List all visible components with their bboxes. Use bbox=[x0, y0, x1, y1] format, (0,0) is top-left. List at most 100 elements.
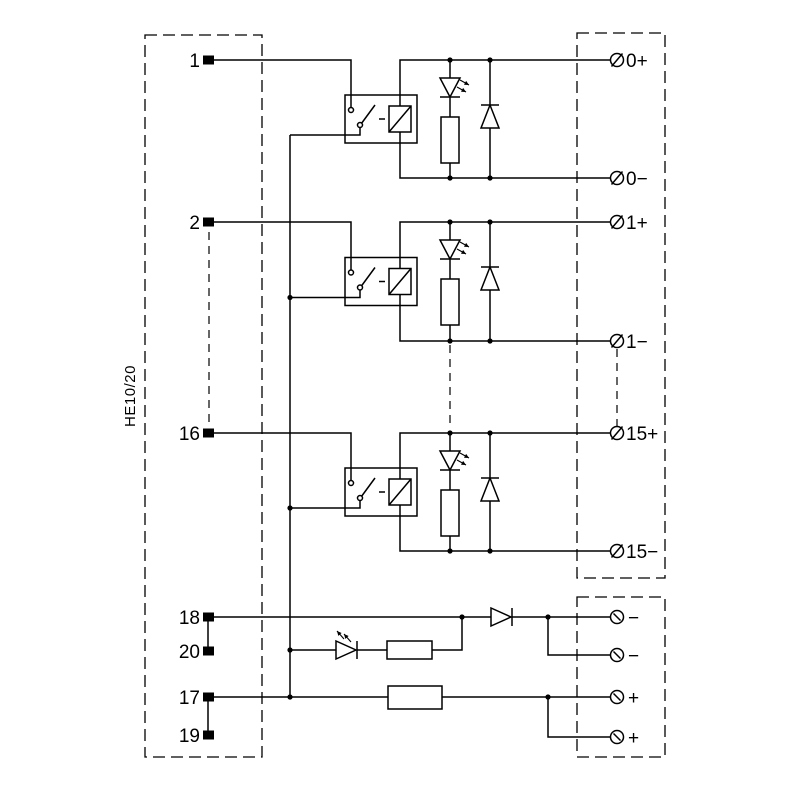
light-emission-arrow bbox=[459, 452, 470, 459]
arrow-head bbox=[463, 453, 469, 458]
terminal-slash bbox=[610, 215, 624, 229]
contact-blade bbox=[361, 477, 376, 497]
relay-housing bbox=[344, 94, 418, 144]
output-terminal-minus bbox=[609, 333, 625, 349]
pin-label: 19 bbox=[179, 726, 200, 747]
minus-bridge-wire bbox=[547, 617, 611, 656]
control-input-wire bbox=[214, 59, 352, 108]
coil-supply-wire bbox=[399, 59, 611, 179]
connector-pin bbox=[203, 646, 214, 656]
relay-channel-15 bbox=[214, 425, 625, 559]
supply-terminal-label: − bbox=[628, 608, 639, 629]
light-emission-arrow bbox=[456, 248, 467, 255]
contact-point bbox=[347, 479, 355, 487]
connector-label: HE10/20 bbox=[122, 365, 139, 427]
relay-coil-diagonal bbox=[388, 268, 412, 295]
fuse bbox=[387, 685, 443, 710]
arrow-head bbox=[463, 242, 469, 247]
contact-point bbox=[356, 284, 364, 291]
contact-point bbox=[347, 106, 355, 114]
terminal-slash bbox=[612, 732, 622, 742]
relay bbox=[344, 256, 418, 307]
supply-terminal-plus bbox=[609, 729, 625, 745]
junction-dot bbox=[487, 430, 493, 436]
terminal-slash bbox=[612, 692, 622, 702]
junction-dot bbox=[487, 338, 493, 344]
terminal-slash bbox=[612, 650, 622, 660]
led-triangle bbox=[438, 450, 462, 472]
connector-pin bbox=[203, 217, 214, 227]
contact-blade bbox=[361, 267, 376, 286]
connector-pin bbox=[203, 612, 214, 622]
connector-pin bbox=[203, 692, 214, 702]
common-wire bbox=[290, 290, 361, 299]
power-led-wire bbox=[290, 617, 463, 651]
channel-continuation-marks bbox=[208, 232, 618, 429]
output-terminal-label: 0− bbox=[626, 169, 648, 190]
diode-triangle bbox=[490, 606, 513, 628]
pin-label: 16 bbox=[179, 424, 200, 445]
supply-terminal-minus bbox=[609, 609, 625, 625]
freewheeling-diode bbox=[479, 475, 501, 502]
junction-dot bbox=[287, 647, 293, 653]
output-terminal-label: 15− bbox=[626, 542, 658, 563]
relay-housing bbox=[344, 467, 418, 517]
junction-dot bbox=[447, 430, 453, 436]
contact-point bbox=[356, 121, 364, 129]
arrow-head bbox=[344, 634, 349, 639]
junction-dot bbox=[545, 694, 551, 700]
junction-dot bbox=[487, 548, 493, 554]
output-terminal-label: 0+ bbox=[626, 51, 648, 72]
supply-section bbox=[207, 606, 625, 745]
supply-terminal-block-outline bbox=[576, 596, 666, 758]
light-emission-arrow bbox=[459, 241, 470, 248]
arrow-head bbox=[460, 249, 466, 254]
connector-pin bbox=[203, 55, 214, 65]
junction-dot bbox=[545, 614, 551, 620]
circuit bbox=[203, 52, 625, 745]
pin-label: 2 bbox=[189, 213, 200, 234]
junction-dot bbox=[447, 57, 453, 63]
junction-dot bbox=[487, 219, 493, 225]
terminal-slash bbox=[612, 612, 622, 622]
freewheeling-diode bbox=[479, 264, 501, 291]
output-terminal-label: 1− bbox=[626, 332, 648, 353]
pin-label: 18 bbox=[179, 608, 200, 629]
status-led bbox=[438, 77, 470, 99]
light-emission-arrow bbox=[456, 459, 467, 466]
supply-terminal-minus bbox=[609, 647, 625, 663]
pin-label: 20 bbox=[179, 642, 200, 663]
relay-coil-diagonal bbox=[388, 478, 412, 506]
terminal-slash bbox=[610, 334, 624, 348]
relay bbox=[344, 467, 418, 517]
junction-dot bbox=[447, 548, 453, 554]
output-terminal-plus bbox=[609, 214, 625, 230]
relay-coil-diagonal bbox=[388, 105, 412, 133]
contact-point bbox=[356, 494, 364, 502]
relay-channel-1 bbox=[214, 214, 625, 349]
arrow-head bbox=[463, 80, 469, 85]
relay bbox=[344, 94, 418, 144]
coil-supply-wire bbox=[399, 221, 611, 342]
contact-blade bbox=[361, 104, 376, 124]
led-triangle bbox=[335, 639, 358, 661]
connector-pin bbox=[203, 730, 214, 740]
labels: HE10/20 1 2 16 18 20 17 19 0+ 0− 1+ 1− 1… bbox=[122, 51, 658, 749]
terminal-slash bbox=[610, 171, 624, 185]
control-input-wire bbox=[214, 432, 352, 481]
plus-bridge-wire bbox=[547, 697, 611, 738]
output-terminal-minus bbox=[609, 543, 625, 559]
enclosure-outlines bbox=[144, 32, 666, 758]
arrow-head bbox=[460, 87, 466, 92]
pin-label: 17 bbox=[179, 688, 200, 709]
supply-terminal-label: + bbox=[628, 728, 639, 749]
supply-terminal-label: + bbox=[628, 688, 639, 709]
junction-dot bbox=[287, 294, 293, 301]
led-triangle bbox=[438, 77, 462, 99]
junction-dot bbox=[447, 219, 453, 225]
terminal-slash bbox=[610, 544, 624, 558]
led-resistor bbox=[440, 116, 460, 164]
light-emission-arrow bbox=[459, 79, 470, 86]
junction-dot bbox=[447, 175, 453, 181]
